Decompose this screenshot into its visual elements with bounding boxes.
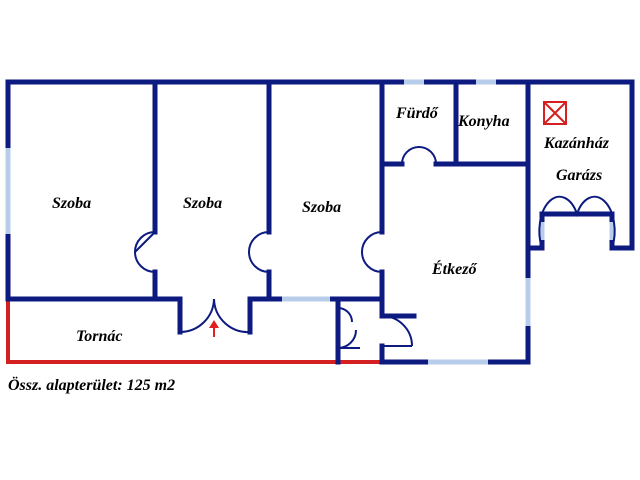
entrance-arrow-icon (209, 320, 219, 337)
windows (5, 79, 615, 365)
door-szoba-2 (248, 231, 270, 273)
doors (134, 146, 616, 349)
room-label-konyha: Konyha (457, 113, 510, 130)
porch-outline (6, 299, 382, 364)
room-label-furdo: Fürdő (395, 105, 439, 122)
total-area-label: Össz. alapterület: 125 m2 (8, 377, 176, 394)
door-szoba-1 (134, 231, 156, 273)
door-vestibule (337, 329, 357, 349)
room-label-tornac: Tornác (76, 328, 123, 345)
boiler-symbol-icon (543, 101, 567, 125)
room-label-etkezo: Étkező (431, 259, 477, 278)
room-label-garazs: Garázs (556, 167, 602, 184)
room-label-szoba-3: Szoba (302, 199, 341, 216)
door-garazs (538, 195, 616, 249)
room-label-kazanhaz: Kazánház (543, 135, 610, 152)
door-entrance (179, 298, 251, 334)
door-szoba-3 (361, 231, 383, 273)
room-label-szoba-2: Szoba (183, 195, 222, 212)
room-label-szoba-1: Szoba (52, 195, 91, 212)
door-etkezo (381, 315, 413, 347)
walls (5, 79, 635, 365)
door-furdo (401, 146, 437, 165)
